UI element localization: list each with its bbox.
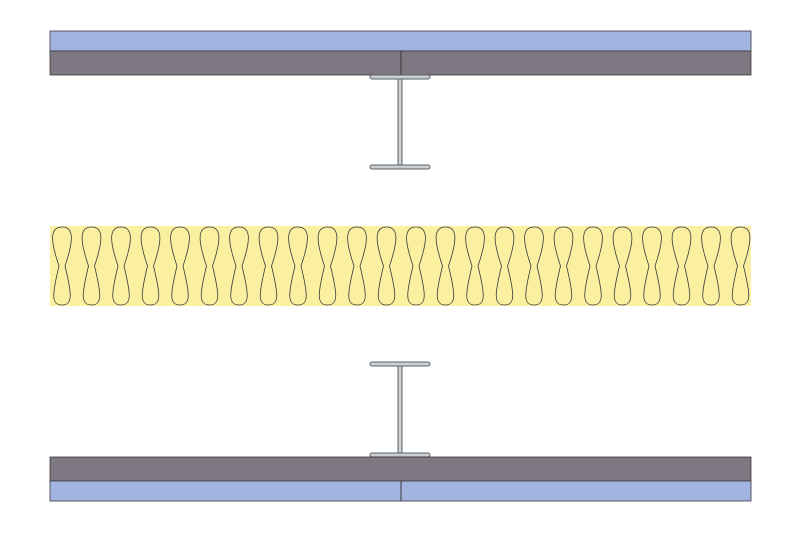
insulation-fiber-loop: [583, 226, 603, 306]
insulation-fiber-loop: [701, 226, 721, 306]
insulation-fiber-loop: [288, 226, 308, 306]
bottom-stud-web: [397, 365, 403, 455]
insulation-fiber-loop: [494, 226, 515, 306]
insulation-band: [50, 226, 751, 306]
bottom-stud-lower-flange: [369, 452, 431, 458]
insulation-fiber-loop: [524, 226, 544, 306]
insulation-fiber-loop: [465, 226, 485, 306]
insulation-fiber-loop: [553, 226, 574, 306]
insulation-fiber-loop: [199, 226, 220, 306]
insulation-fiber-loop: [52, 226, 72, 306]
insulation-fiber-loop: [170, 226, 190, 306]
top-stud-web: [397, 78, 403, 166]
insulation-fiber-loop: [435, 226, 456, 306]
insulation-fiber-loop: [671, 226, 692, 306]
bottom-steel-stud: [369, 361, 431, 458]
insulation-fiber-loop: [140, 226, 161, 306]
insulation-fiber-loop: [111, 226, 131, 306]
insulation-fiber-loop: [229, 226, 249, 306]
insulation-fiber-loop: [258, 226, 279, 306]
top-board-assembly: [49, 30, 752, 76]
insulation-fiber-loop: [317, 226, 338, 306]
bottom-inner-board: [49, 456, 752, 482]
top-stud-upper-flange: [369, 74, 431, 80]
insulation-loop-group: [52, 226, 780, 306]
insulation-fiber-loop: [406, 226, 426, 306]
top-outer-board: [49, 30, 752, 52]
bottom-stud-upper-flange: [369, 361, 431, 367]
top-stud-lower-flange: [369, 164, 431, 170]
insulation-layer: [50, 226, 780, 306]
insulation-fiber-loop: [612, 226, 633, 306]
insulation-fiber-loop: [81, 226, 102, 306]
top-steel-stud: [369, 74, 431, 170]
insulation-fiber-loop: [376, 226, 397, 306]
insulation-fiber-loop: [642, 226, 662, 306]
bottom-board-assembly: [49, 456, 752, 502]
insulation-fiber-loop: [347, 226, 367, 306]
insulation-fiber-loop: [761, 227, 780, 305]
insulation-fiber-loop: [730, 226, 751, 306]
